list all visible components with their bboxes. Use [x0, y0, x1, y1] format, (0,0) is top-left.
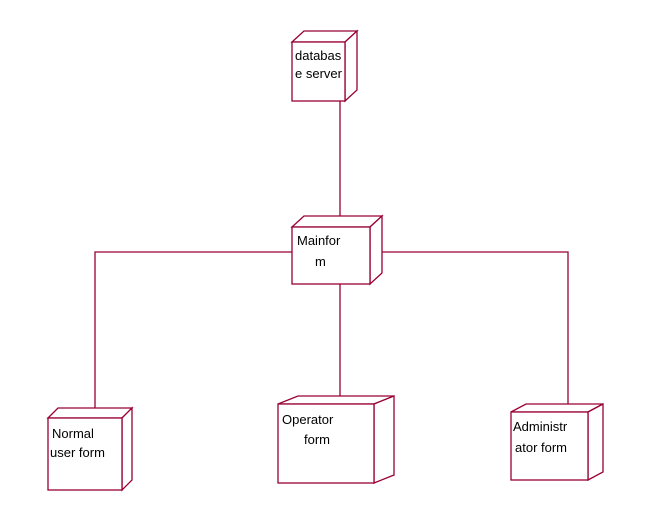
node-mainform-label-line1: Mainfor: [297, 233, 341, 248]
node-operator-form-label-line2: form: [304, 432, 330, 447]
node-administrator-form-label-line2: ator form: [515, 440, 567, 455]
connector-mainform-normal-user: [94, 251, 292, 418]
node-mainform[interactable]: Mainfor m: [290, 214, 384, 286]
connectors: [94, 101, 569, 418]
node-database-server[interactable]: databas e server: [290, 29, 359, 103]
node-administrator-form-label-line1: Administr: [513, 419, 568, 434]
node-database-server-label-line1: databas: [295, 48, 342, 63]
node-normal-user-form[interactable]: Normal user form: [46, 406, 134, 492]
node-operator-form[interactable]: Operator form: [277, 395, 395, 484]
node-mainform-label-line2: m: [315, 254, 326, 269]
connector-mainform-administrator: [382, 251, 569, 406]
node-normal-user-form-label-line2: user form: [50, 445, 105, 460]
node-database-server-label-line2: e server: [295, 66, 343, 81]
node-operator-form-label-line1: Operator: [282, 412, 334, 427]
node-administrator-form[interactable]: Administr ator form: [510, 402, 604, 482]
node-normal-user-form-label-line1: Normal: [52, 426, 94, 441]
